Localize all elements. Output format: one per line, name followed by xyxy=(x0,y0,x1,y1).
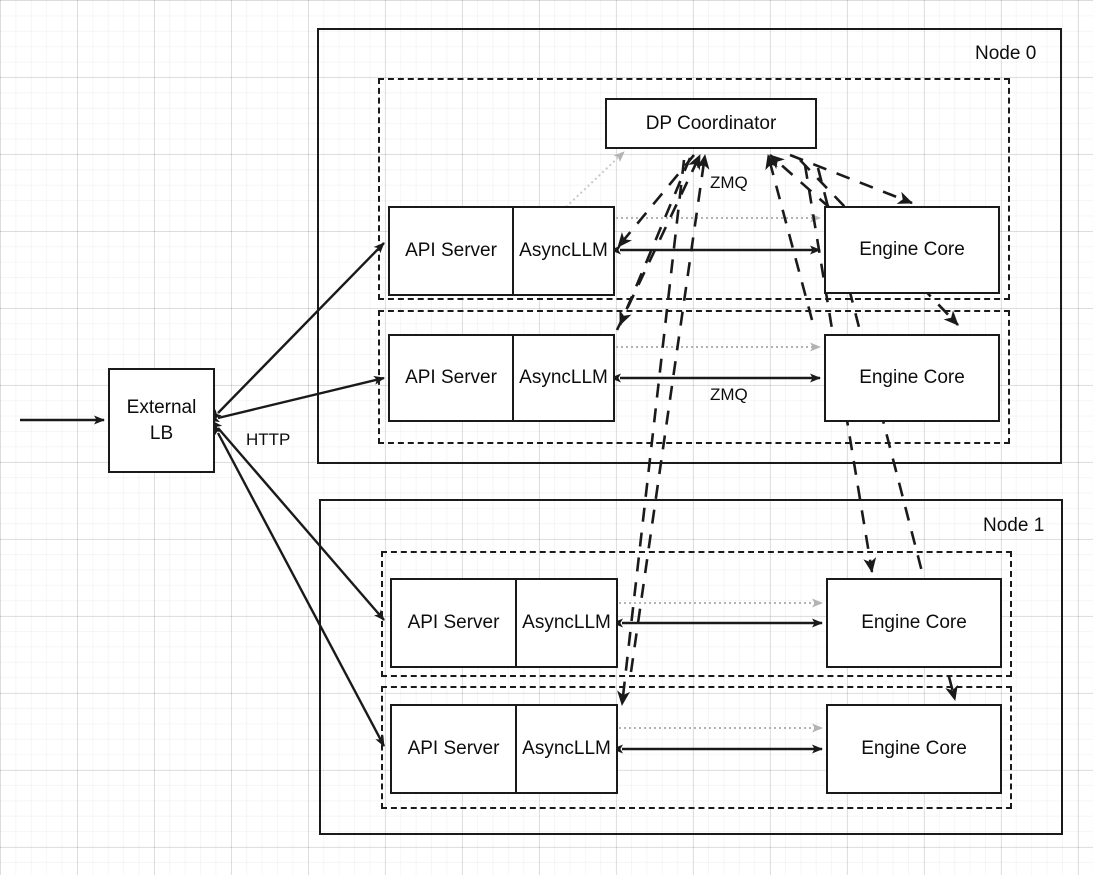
dashed-coord-to-n0r1-async xyxy=(618,157,692,326)
zmq-solid-links xyxy=(610,245,823,754)
node-1-rank-1-engine-core[interactable]: Engine Core xyxy=(826,704,1002,794)
node-0-rank-0-group xyxy=(378,78,1010,300)
lb-to-api-3 xyxy=(213,424,386,747)
dashed-n0r1-engine-to-coord xyxy=(765,154,814,321)
node-0-rank-1-asyncllm-cell[interactable]: AsyncLLM xyxy=(514,336,613,420)
engine-core-label: Engine Core xyxy=(861,738,967,759)
node-0-label: Node 0 xyxy=(975,43,1037,64)
node-0-rank-1-api-unit[interactable]: API Server AsyncLLM xyxy=(388,334,615,422)
engine-core-label: Engine Core xyxy=(859,239,965,260)
asyncllm-label: AsyncLLM xyxy=(519,367,608,388)
asyncllm-label: AsyncLLM xyxy=(522,738,611,759)
node-0-rank-0-asyncllm-cell[interactable]: AsyncLLM xyxy=(514,208,613,294)
lb-to-api-1 xyxy=(208,375,385,423)
node-1-rank-0-asyncllm-cell[interactable]: AsyncLLM xyxy=(517,580,616,666)
node-0-container xyxy=(317,28,1062,464)
http-edge-label: HTTP xyxy=(246,430,291,449)
node-1-rank-0-engine-core[interactable]: Engine Core xyxy=(826,578,1002,668)
node-0-rank-0-engine-core[interactable]: Engine Core xyxy=(824,206,1000,294)
node-1-label: Node 1 xyxy=(983,515,1045,536)
dotted-coordinator-arrow xyxy=(565,151,625,208)
external-lb-label-line2: LB xyxy=(149,422,174,444)
dashed-coord-to-n0r0-async xyxy=(616,154,696,248)
dp-coordinator-label: DP Coordinator xyxy=(645,112,777,134)
zmq-edge-label-mid: ZMQ xyxy=(710,385,748,404)
node-0-rank-1-group xyxy=(378,310,1010,444)
dashed-coord-to-n0r1-engine xyxy=(799,159,959,326)
external-lb-box[interactable]: External LB xyxy=(108,368,215,473)
asyncllm-label: AsyncLLM xyxy=(519,240,608,261)
zmq-edge-label-top: ZMQ xyxy=(710,173,748,192)
api-server-label: API Server xyxy=(405,240,497,261)
node-1-rank-1-api-unit[interactable]: API Server AsyncLLM xyxy=(390,704,618,794)
dashed-coord-to-n0r0-engine xyxy=(789,153,913,205)
node-0-rank-0-api-unit[interactable]: API Server AsyncLLM xyxy=(388,206,615,296)
dashed-n1r0-async-to-coord xyxy=(629,154,710,673)
dashed-coord-to-n1r1-async xyxy=(617,159,686,706)
node-1-rank-1-group xyxy=(381,686,1012,809)
dp-coordinator-box[interactable]: DP Coordinator xyxy=(605,98,817,149)
engine-core-label: Engine Core xyxy=(859,367,965,388)
dashed-n0r0-engine-to-coord xyxy=(769,154,831,209)
api-server-label: API Server xyxy=(407,738,500,759)
node-0-rank-0-api-server-cell[interactable]: API Server xyxy=(390,208,514,294)
engine-core-label: Engine Core xyxy=(861,612,967,633)
http-connections xyxy=(20,242,386,747)
node-0-rank-1-api-server-cell[interactable]: API Server xyxy=(390,336,514,420)
node-1-rank-0-api-unit[interactable]: API Server AsyncLLM xyxy=(390,578,618,668)
api-server-label: API Server xyxy=(405,367,497,388)
node-1-rank-1-api-server-cell[interactable]: API Server xyxy=(392,706,517,792)
asyncllm-label: AsyncLLM xyxy=(522,612,611,633)
external-lb-label-line1: External xyxy=(126,396,197,418)
api-server-label: API Server xyxy=(407,612,500,633)
node-1-rank-1-asyncllm-cell[interactable]: AsyncLLM xyxy=(517,706,616,792)
node-1-container xyxy=(319,499,1063,835)
dotted-asyncllm-to-coordinator xyxy=(565,151,625,208)
node-0-rank-1-engine-core[interactable]: Engine Core xyxy=(824,334,1000,422)
node-1-rank-0-api-server-cell[interactable]: API Server xyxy=(392,580,517,666)
node-1-rank-0-group xyxy=(381,551,1012,677)
